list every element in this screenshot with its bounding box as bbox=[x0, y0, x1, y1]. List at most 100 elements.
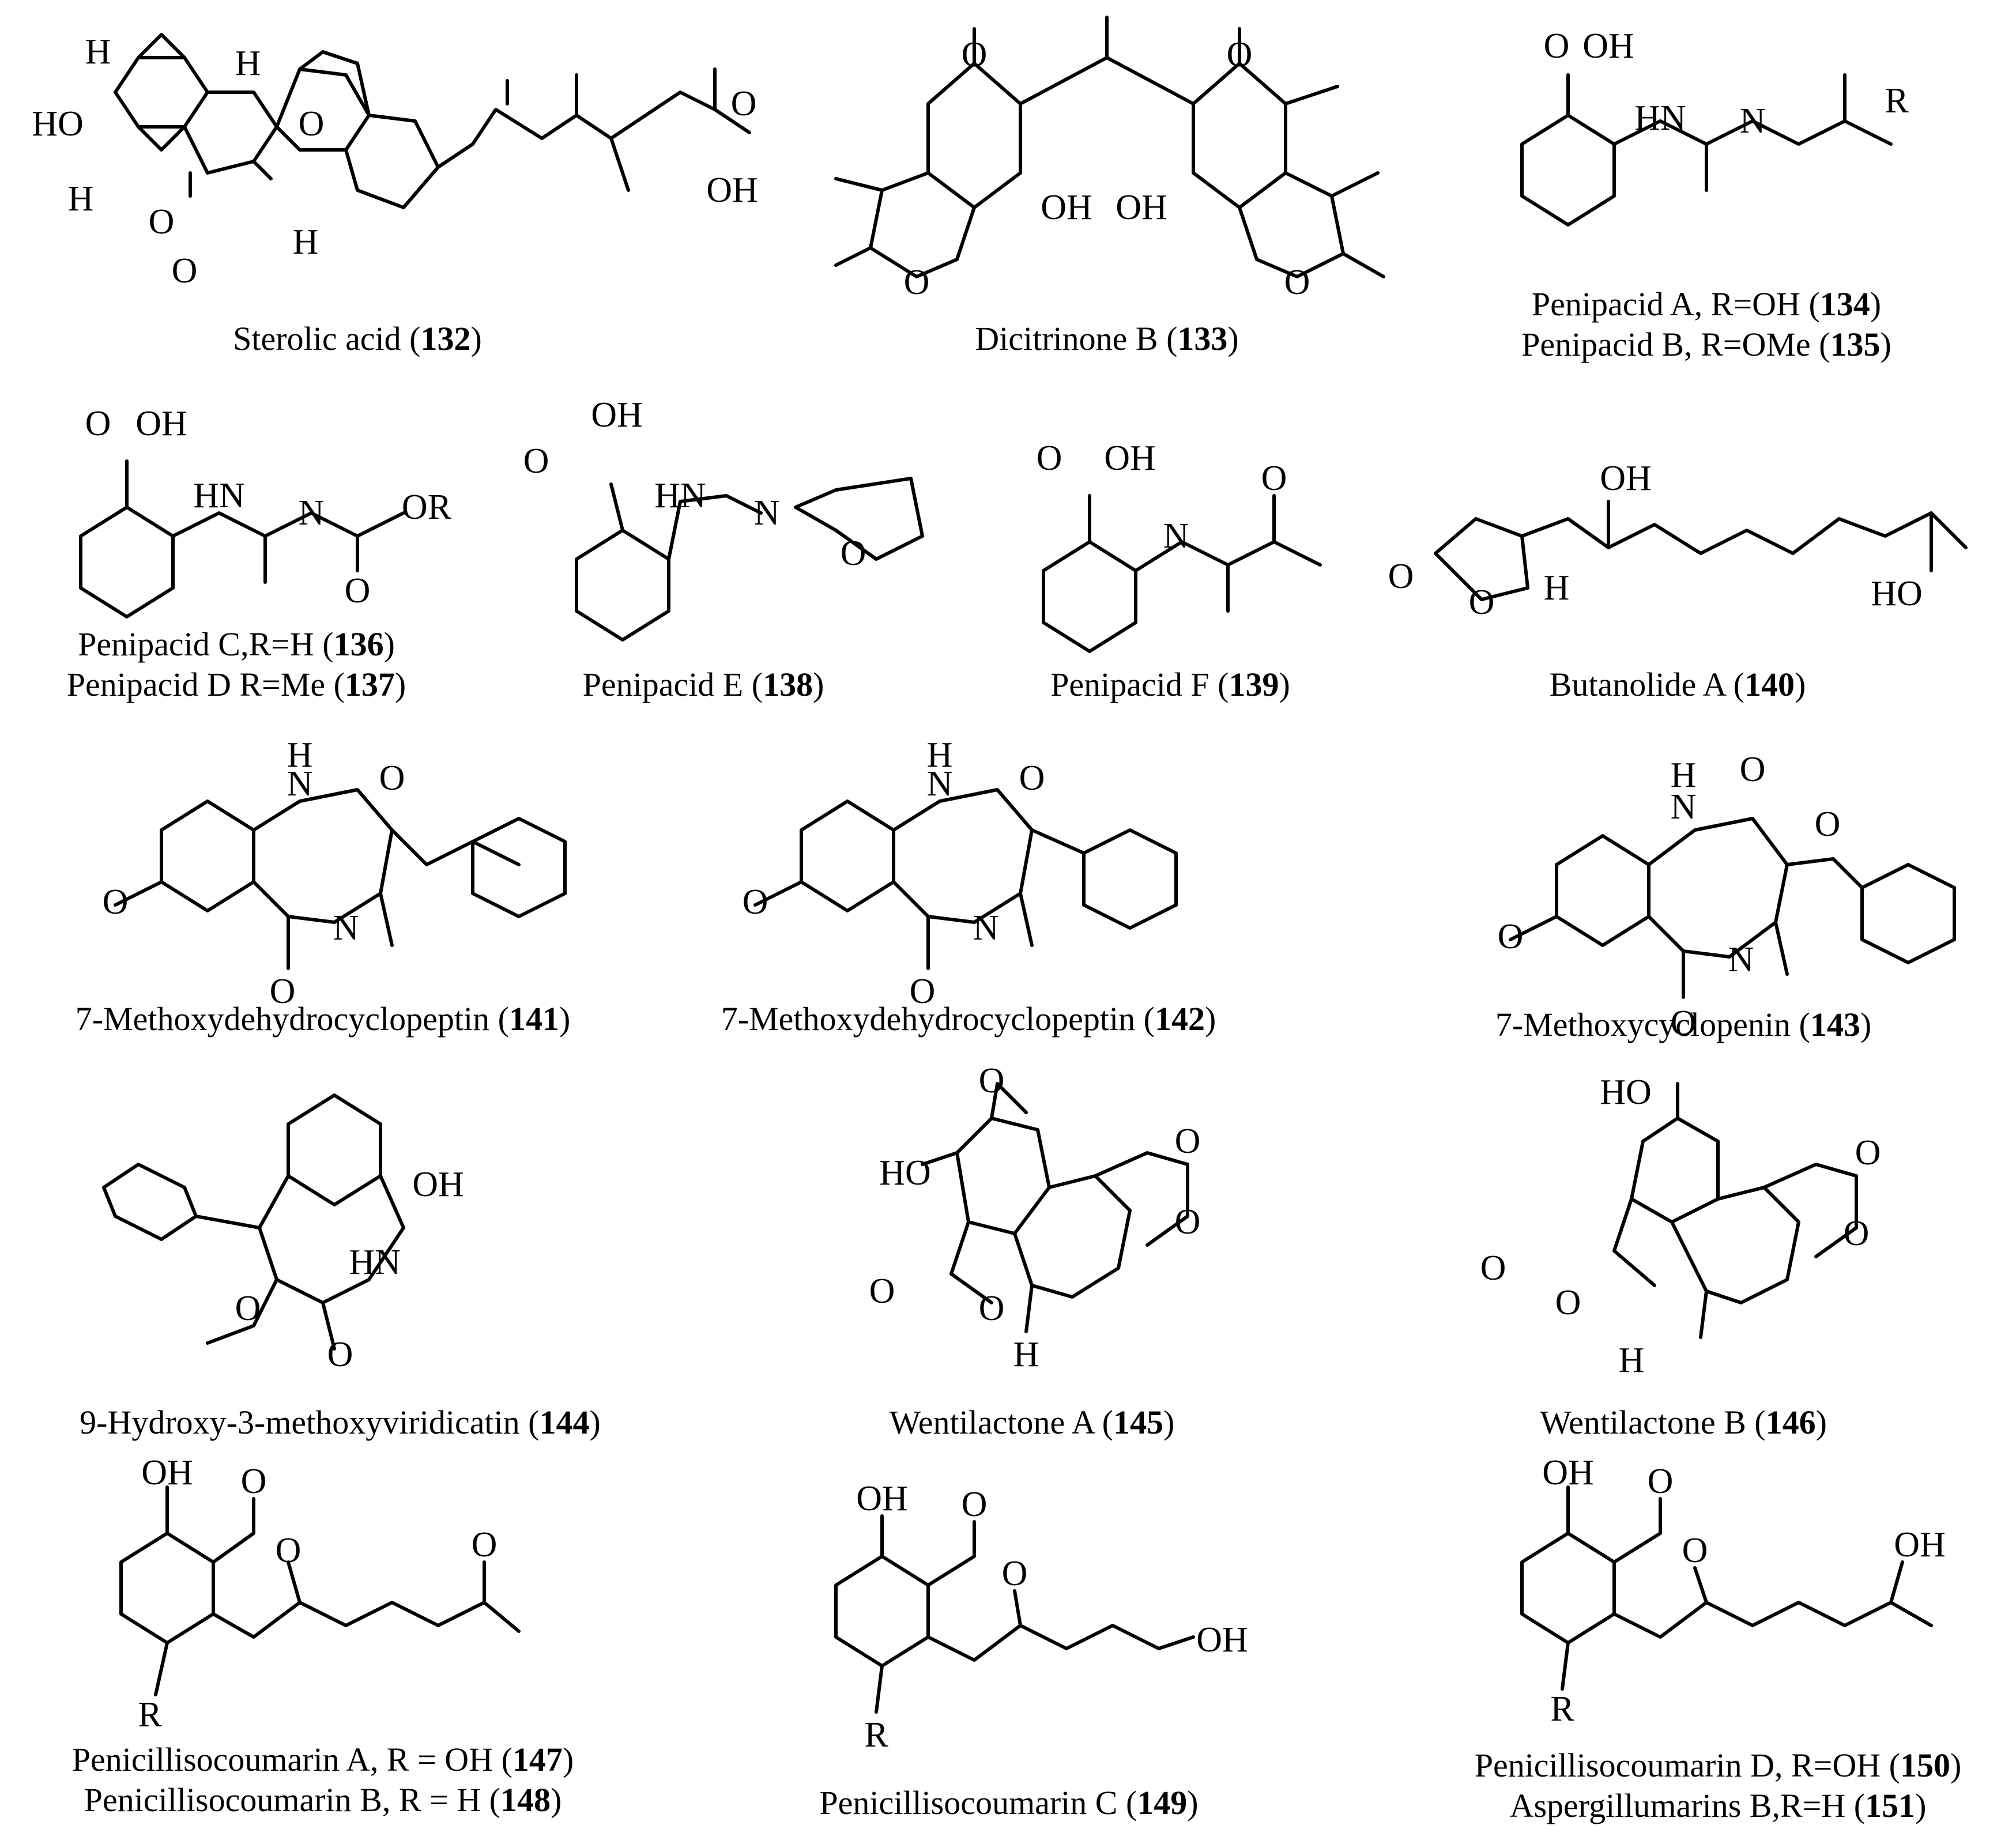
atom-ho: HO bbox=[1600, 1073, 1652, 1112]
atom-o: O bbox=[523, 442, 549, 481]
caption-144: 9-Hydroxy-3-methoxyviridicatin (144) bbox=[80, 1404, 601, 1441]
caption-140: Butanolide A (140) bbox=[1549, 666, 1806, 703]
atom-o: O bbox=[910, 972, 936, 1011]
atom-o: O bbox=[1740, 750, 1766, 789]
compound-number: 141 bbox=[508, 1000, 559, 1038]
atom-h: H bbox=[287, 736, 313, 775]
caption-name: Penicillisocoumarin D, R=OH bbox=[1474, 1747, 1881, 1784]
atom-o: O bbox=[1388, 557, 1414, 596]
atom-n: N bbox=[973, 908, 999, 948]
atom-oh: OH bbox=[1196, 1620, 1248, 1660]
atom-o: O bbox=[904, 263, 930, 302]
atom-r: R bbox=[1885, 81, 1909, 120]
atom-o: O bbox=[1648, 1462, 1674, 1501]
atom-o: O bbox=[1682, 1531, 1708, 1570]
atom-o: O bbox=[1555, 1283, 1581, 1322]
atom-o: O bbox=[1261, 459, 1287, 498]
caption-147: Penicillisocoumarin A, R = OH (147) bbox=[71, 1741, 574, 1778]
structure-139 bbox=[1042, 494, 1322, 653]
structure-146 bbox=[1612, 1082, 1858, 1339]
atom-oh: OH bbox=[1600, 459, 1652, 498]
atom-hn: HN bbox=[1634, 99, 1686, 138]
atom-o: O bbox=[472, 1525, 498, 1564]
atom-hn: HN bbox=[349, 1243, 401, 1282]
compound-number: 140 bbox=[1744, 666, 1795, 703]
compound-number: 144 bbox=[539, 1404, 590, 1441]
atom-o: O bbox=[235, 1289, 261, 1328]
atom-o: O bbox=[172, 251, 198, 291]
atom-oh: OH bbox=[1894, 1525, 1946, 1564]
compound-number: 149 bbox=[1137, 1784, 1188, 1821]
compound-number: 142 bbox=[1154, 1000, 1205, 1038]
atom-oh: OH bbox=[412, 1165, 464, 1204]
atom-oh: OH bbox=[1104, 439, 1156, 478]
atom-oh: OH bbox=[1041, 188, 1092, 227]
atom-or: OR bbox=[402, 488, 452, 527]
structure-141 bbox=[114, 788, 567, 970]
atom-oh: OH bbox=[141, 1453, 193, 1492]
atom-n: N bbox=[1163, 516, 1189, 556]
atom-o: O bbox=[979, 1289, 1005, 1328]
atom-n: N bbox=[1671, 787, 1697, 827]
caption-name: Penipacid E bbox=[582, 666, 744, 703]
atom-o: O bbox=[731, 84, 757, 123]
atom-o: O bbox=[270, 972, 296, 1011]
atom-ho: HO bbox=[879, 1153, 931, 1193]
structure-149 bbox=[834, 1514, 1195, 1714]
caption-name: Penipacid F bbox=[1050, 666, 1209, 703]
atom-h: H bbox=[293, 222, 319, 262]
atom-o: O bbox=[1815, 805, 1841, 844]
atom-o: O bbox=[1480, 1249, 1506, 1288]
caption-146: Wentilactone B (146) bbox=[1540, 1404, 1827, 1441]
caption-name: 7-Methoxycyclopenin bbox=[1495, 1006, 1791, 1043]
structure-140 bbox=[1434, 500, 1968, 601]
atom-oh: OH bbox=[706, 171, 758, 210]
atom-oh: OH bbox=[591, 395, 643, 435]
structure-132 bbox=[114, 33, 751, 209]
atom-hn: HN bbox=[654, 476, 706, 515]
caption-name: 7-Methoxydehydrocyclopeptin bbox=[721, 1000, 1136, 1038]
compound-number: 150 bbox=[1900, 1747, 1950, 1784]
atom-o: O bbox=[1671, 1004, 1697, 1043]
atom-o: O bbox=[379, 759, 405, 798]
atom-h: H bbox=[1544, 568, 1570, 608]
atom-o: O bbox=[1175, 1122, 1201, 1161]
atom-ho: HO bbox=[1871, 574, 1923, 613]
atom-h: H bbox=[85, 32, 111, 71]
caption-name: Penicillisocoumarin B, R = H bbox=[84, 1781, 481, 1819]
atom-o: O bbox=[149, 202, 175, 242]
caption-143: 7-Methoxycyclopenin (143) bbox=[1495, 1006, 1872, 1043]
structure-144 bbox=[102, 1093, 405, 1351]
structure-138 bbox=[575, 477, 924, 642]
compound-number: 132 bbox=[420, 320, 471, 357]
atom-o: O bbox=[276, 1531, 302, 1570]
atom-n: N bbox=[1740, 101, 1766, 141]
atom-o: O bbox=[1498, 917, 1524, 956]
caption-name: Penipacid A, R=OH bbox=[1531, 285, 1800, 323]
caption-148: Penicillisocoumarin B, R = H (148) bbox=[84, 1781, 562, 1819]
atom-n: N bbox=[1728, 940, 1754, 979]
caption-138: Penipacid E (138) bbox=[582, 666, 824, 703]
atom-o: O bbox=[241, 1462, 267, 1501]
caption-142: 7-Methoxydehydrocyclopeptin (142) bbox=[721, 1000, 1216, 1038]
atom-ho: HO bbox=[32, 104, 84, 144]
atom-oh: OH bbox=[1542, 1453, 1594, 1492]
caption-134: Penipacid A, R=OH (134) bbox=[1531, 285, 1882, 323]
compound-number: 143 bbox=[1810, 1006, 1860, 1043]
atom-n: N bbox=[927, 764, 953, 804]
atom-o: O bbox=[841, 534, 866, 573]
atom-o: O bbox=[299, 104, 325, 144]
atom-o: O bbox=[1469, 583, 1495, 622]
atom-oh: OH bbox=[856, 1479, 908, 1518]
atom-hn: HN bbox=[193, 476, 245, 515]
compound-number: 145 bbox=[1113, 1404, 1164, 1441]
atom-h: H bbox=[68, 179, 94, 218]
atom-o: O bbox=[962, 1485, 988, 1524]
atom-o: O bbox=[1544, 27, 1570, 66]
compound-number: 137 bbox=[344, 666, 395, 703]
atom-n: N bbox=[287, 764, 313, 804]
caption-name: Wentilactone A bbox=[889, 1404, 1094, 1441]
atom-n: N bbox=[754, 493, 780, 533]
atom-o: O bbox=[1284, 263, 1310, 302]
